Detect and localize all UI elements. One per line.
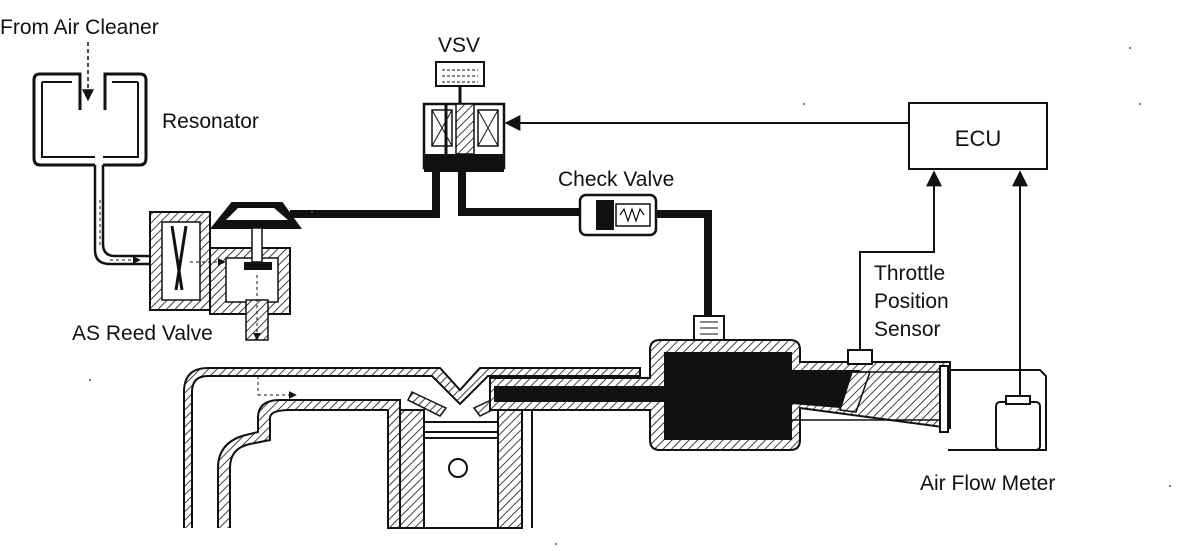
ecu-label: ECU (954, 126, 1002, 151)
ecu: ECU (908, 102, 1048, 170)
vacuum-hose-vsv-to-diaphragm (290, 170, 440, 218)
resonator-label: Resonator (162, 110, 259, 133)
check-valve (578, 193, 658, 237)
air-flow-meter (939, 365, 1047, 451)
vsv (422, 61, 506, 172)
as-reed-valve (149, 211, 291, 341)
vacuum-hose-check-valve-to-intake (656, 210, 712, 320)
scan-specks (89, 47, 1171, 545)
air-flow-meter-label: Air Flow Meter (920, 472, 1056, 495)
throttle-label-line1: Throttle (874, 262, 946, 285)
throttle-sensor-signal-line (859, 170, 942, 350)
throttle-label-line3: Sensor (874, 318, 941, 341)
resonator (32, 42, 148, 167)
from-air-cleaner-label: From Air Cleaner (0, 16, 159, 39)
reed-valve-diaphragm (209, 202, 302, 263)
vacuum-hose-vsv-to-check-valve (458, 172, 590, 216)
engine-block (183, 367, 641, 529)
check-valve-label: Check Valve (558, 168, 675, 191)
vsv-label: VSV (438, 34, 481, 57)
as-reed-valve-label: AS Reed Valve (72, 322, 213, 345)
intake-manifold (489, 315, 951, 451)
throttle-label-line2: Position (874, 290, 949, 313)
resonator-to-reed-pipe (93, 165, 150, 266)
